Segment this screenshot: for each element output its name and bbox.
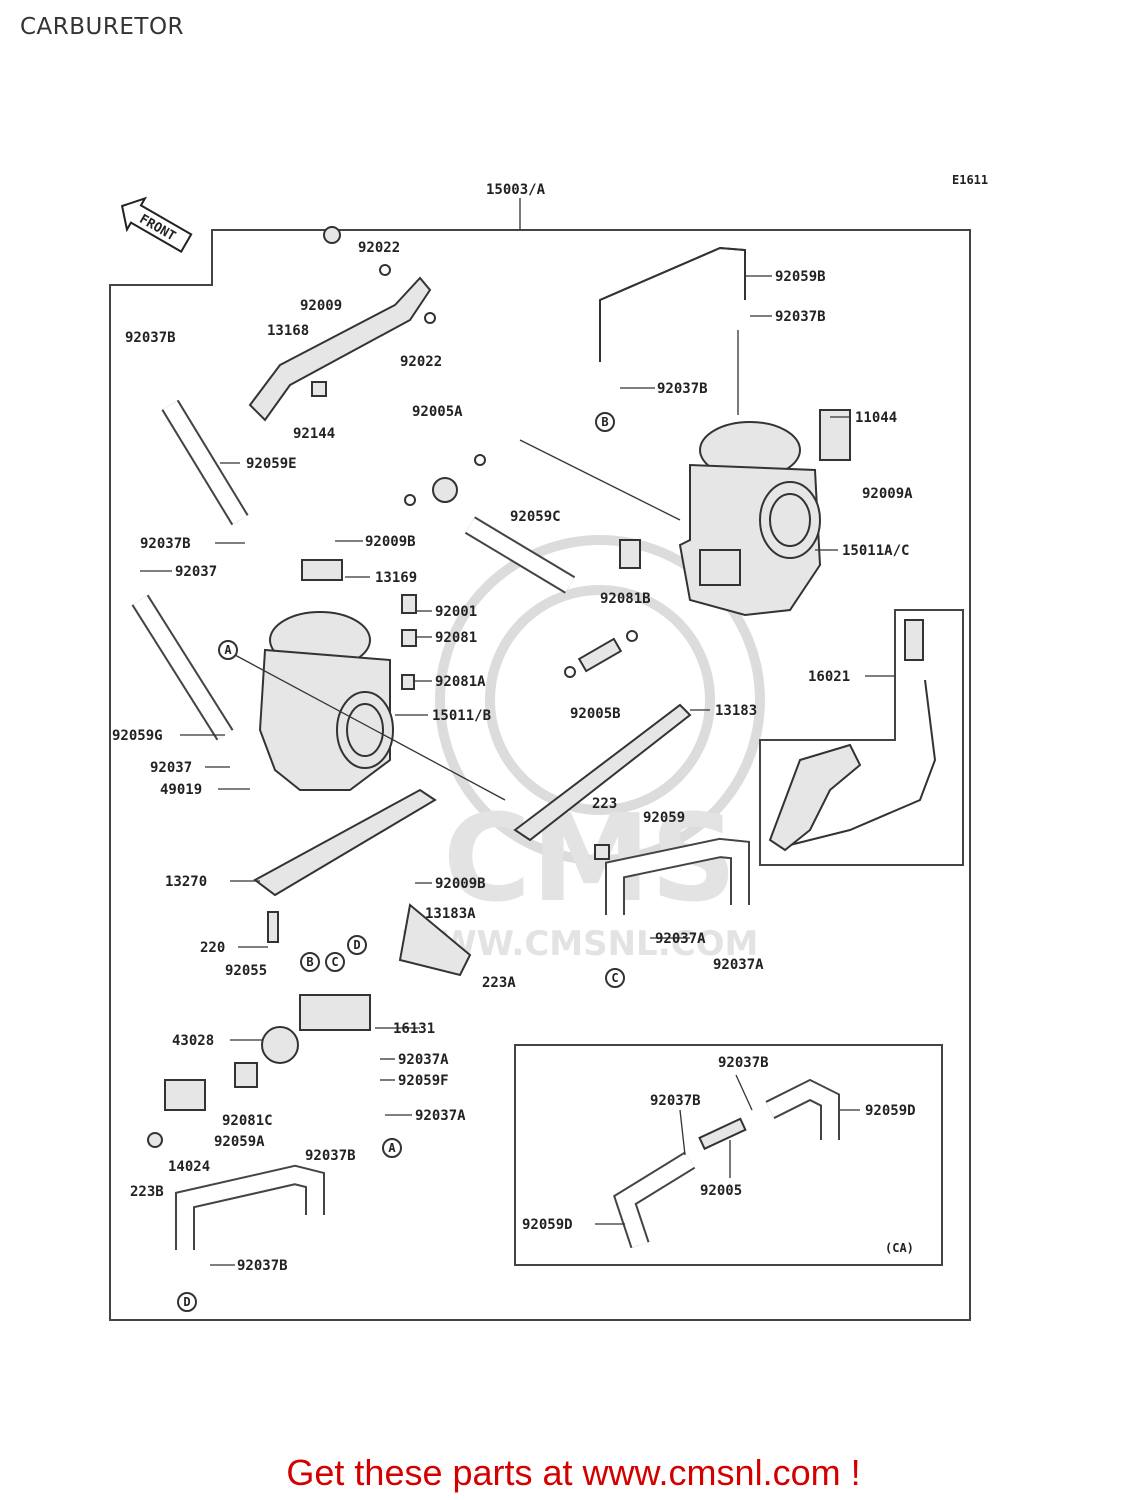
part-label: 92037B: [237, 1258, 288, 1274]
part-label: 92037B: [305, 1148, 356, 1164]
part-label: 92009B: [365, 534, 416, 550]
part-label: 16131: [393, 1021, 435, 1037]
part-label: 92081C: [222, 1113, 273, 1129]
part-label: 223A: [482, 975, 516, 991]
part-label: 92037B: [657, 381, 708, 397]
part-label: 92005: [700, 1183, 742, 1199]
plate-13183: [513, 703, 692, 842]
part-label: 92009A: [862, 486, 913, 502]
part-label: 92037B: [650, 1093, 701, 1109]
ca-box: [514, 1044, 943, 1266]
part-label: 92059D: [865, 1103, 916, 1119]
part-label: 16021: [808, 669, 850, 685]
part-label: 92022: [358, 240, 400, 256]
carburetor-right: [678, 421, 822, 617]
part-label: 92059C: [510, 509, 561, 525]
part-label: 11044: [855, 410, 897, 426]
assembly-label: 15003/A: [486, 182, 546, 198]
part-label: 92059B: [775, 269, 826, 285]
part-label: 15011/B: [432, 708, 491, 724]
part-label: 92037: [175, 564, 217, 580]
svg-text:A: A: [388, 1141, 396, 1155]
part-label: 223B: [130, 1184, 164, 1200]
part-label: 92037B: [775, 309, 826, 325]
choke-cable: [789, 679, 937, 846]
part-label: 92059E: [246, 456, 297, 472]
part-label: 223: [592, 796, 617, 812]
part-label: 14024: [168, 1159, 210, 1175]
part-labels: 92022 92009 13168 92022 92144 92037B 920…: [112, 240, 916, 1274]
marker-c-1: C: [325, 952, 345, 972]
svg-text:C: C: [611, 971, 618, 985]
part-label: 92059G: [112, 728, 163, 744]
part-label: 92059A: [214, 1134, 265, 1150]
part-label: 92022: [400, 354, 442, 370]
svg-text:B: B: [601, 415, 608, 429]
part-label: 15011A/C: [842, 543, 909, 559]
part-label: 92059D: [522, 1217, 573, 1233]
marker-d-2: D: [177, 1292, 197, 1312]
part-label: 13270: [165, 874, 207, 890]
carburetor-left: [258, 611, 394, 791]
part-label: 92037: [150, 760, 192, 776]
part-label: 13183: [715, 703, 757, 719]
part-label: 92037A: [398, 1052, 449, 1068]
promo-link[interactable]: Get these parts at www.cmsnl.com !: [286, 1452, 861, 1493]
part-label: 92001: [435, 604, 477, 620]
part-label: 92144: [293, 426, 335, 442]
svg-text:A: A: [224, 643, 232, 657]
part-label: 92037B: [718, 1055, 769, 1071]
part-label: 92005A: [412, 404, 463, 420]
ca-label: (CA): [885, 1241, 914, 1255]
choke-box: [759, 609, 964, 866]
part-label: 49019: [160, 782, 202, 798]
svg-text:B: B: [306, 955, 313, 969]
part-label: 92059F: [398, 1073, 449, 1089]
part-label: 92037A: [655, 931, 706, 947]
plate-13270: [253, 788, 437, 897]
leader-lines: [140, 275, 895, 1266]
carburetor-diagram: CMS WWW.CMSNL.COM 15003/A E1611 FRONT: [109, 173, 988, 1321]
part-label: 92081: [435, 630, 477, 646]
part-label: 13168: [267, 323, 309, 339]
marker-a-2: A: [382, 1138, 402, 1158]
marker-c-2: C: [605, 968, 625, 988]
part-label: 92055: [225, 963, 267, 979]
diagram-code: E1611: [952, 173, 988, 187]
part-label: 92081B: [600, 591, 651, 607]
page-title: CARBURETOR: [20, 14, 185, 40]
bracket-13168: [248, 276, 432, 422]
svg-text:C: C: [331, 955, 338, 969]
part-label: 13183A: [425, 906, 476, 922]
part-label: 92037A: [415, 1108, 466, 1124]
part-label: 92009: [300, 298, 342, 314]
part-label: 92081A: [435, 674, 486, 690]
part-label: 92037A: [713, 957, 764, 973]
part-label: 92005B: [570, 706, 621, 722]
front-arrow-icon: FRONT: [120, 196, 193, 254]
marker-b-1: B: [595, 412, 615, 432]
part-label: 43028: [172, 1033, 214, 1049]
part-label: 92037B: [140, 536, 191, 552]
marker-b-2: B: [300, 952, 320, 972]
part-label: 92059: [643, 810, 685, 826]
assembly-frame: [109, 229, 971, 1321]
part-label: 13169: [375, 570, 417, 586]
watermark: CMS WWW.CMSNL.COM: [402, 535, 765, 964]
marker-d-1: D: [347, 935, 367, 955]
svg-text:D: D: [353, 938, 360, 952]
svg-text:D: D: [183, 1295, 190, 1309]
part-label: 220: [200, 940, 225, 956]
marker-a-1: A: [218, 640, 238, 660]
part-label: 92037B: [125, 330, 176, 346]
hose-92059B: [599, 246, 746, 362]
part-label: 92009B: [435, 876, 486, 892]
